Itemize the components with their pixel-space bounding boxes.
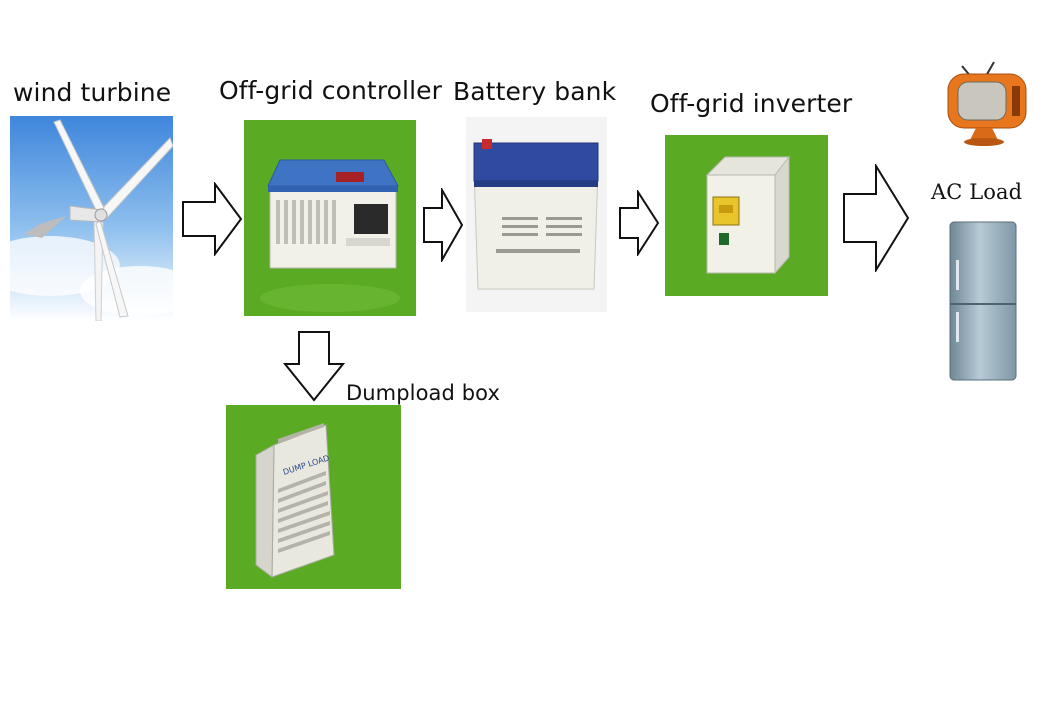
fridge-image — [944, 220, 1022, 384]
battery-image — [466, 117, 607, 312]
controller-label: Off-grid controller — [219, 76, 443, 105]
controller-image — [244, 120, 416, 316]
ac-load-label: AC Load — [931, 180, 1023, 204]
arrow-right-icon — [618, 190, 660, 256]
battery-label: Battery bank — [453, 77, 617, 106]
arrow-down-icon — [283, 330, 345, 402]
arrow-right-icon — [422, 188, 464, 262]
inverter-image — [665, 135, 828, 296]
wind-turbine-image — [10, 116, 173, 321]
wind-turbine-label: wind turbine — [13, 78, 172, 107]
tv-image — [942, 60, 1030, 148]
arrow-right-icon — [842, 164, 910, 272]
arrow-right-icon — [181, 182, 243, 256]
inverter-label: Off-grid inverter — [650, 89, 853, 118]
dumpload-label: Dumpload box — [346, 381, 500, 405]
dumpload-image: DUMP LOAD — [226, 405, 401, 589]
